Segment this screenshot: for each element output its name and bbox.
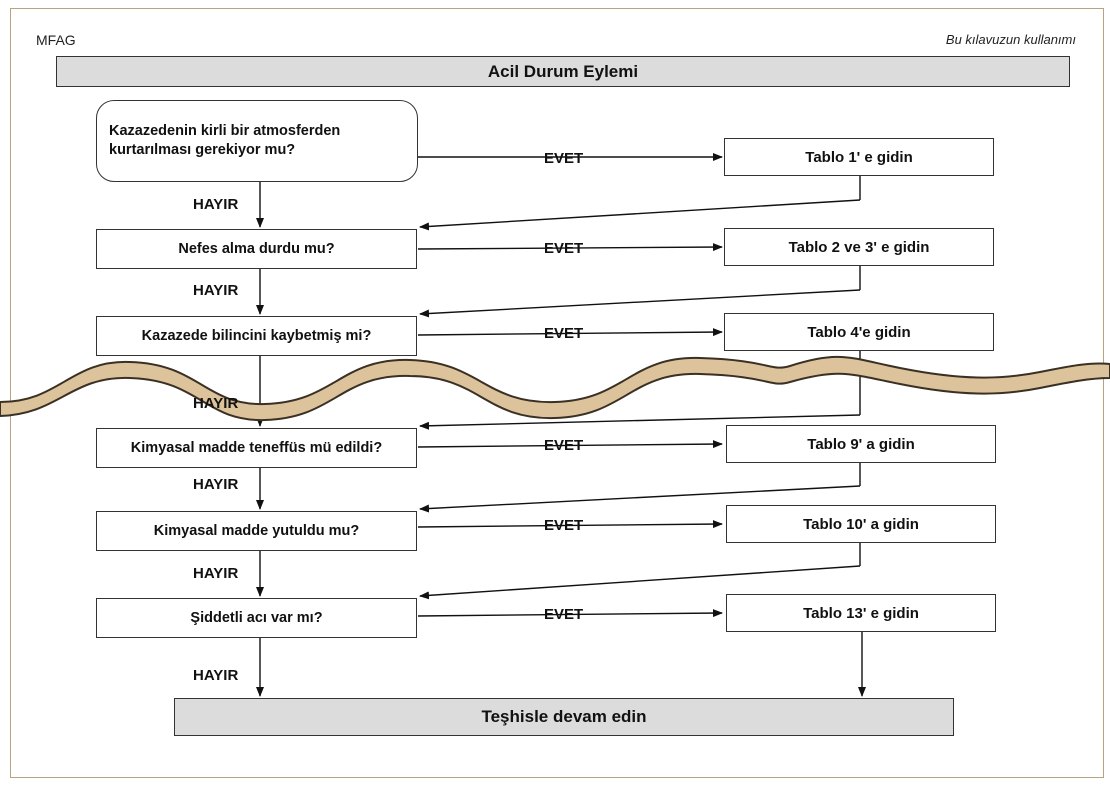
question-box-2: Nefes alma durdu mu?	[96, 229, 417, 269]
no-label-1: HAYIR	[193, 196, 239, 213]
return-arrow-5	[419, 565, 861, 600]
return-arrow-2	[419, 289, 861, 318]
return-arrow-4	[419, 485, 861, 513]
yes-arrow-2	[417, 243, 723, 252]
answer-box-5: Tablo 10' a gidin	[726, 505, 996, 543]
yes-label-5: EVET	[544, 517, 584, 534]
question-box-1: Kazazedenin kirli bir atmosferden kurtar…	[96, 100, 418, 182]
question-box-5: Kimyasal madde yutuldu mu?	[96, 511, 417, 551]
no-label-4: HAYIR	[193, 476, 239, 493]
yes-arrow-6	[417, 609, 723, 618]
answer-box-4: Tablo 9' a gidin	[726, 425, 996, 463]
title-bar: Acil Durum Eylemi	[56, 56, 1070, 87]
yes-arrow-3	[417, 328, 723, 337]
no-label-3: HAYIR	[193, 395, 239, 412]
yes-label-6: EVET	[544, 606, 584, 623]
answer-box-2: Tablo 2 ve 3' e gidin	[724, 228, 994, 266]
question-box-6: Şiddetli acı var mı?	[96, 598, 417, 638]
no-label-6: HAYIR	[193, 667, 239, 684]
return-arrow-1	[419, 199, 861, 231]
header-right-label: Bu kılavuzun kullanımı	[945, 32, 1076, 47]
torn-page-wave-divider	[0, 355, 1110, 422]
answer-box-3: Tablo 4'e gidin	[724, 313, 994, 351]
question-box-3: Kazazede bilincini kaybetmiş mi?	[96, 316, 417, 356]
no-label-2: HAYIR	[193, 282, 239, 299]
yes-label-3: EVET	[544, 325, 584, 342]
no-label-5: HAYIR	[193, 565, 239, 582]
yes-arrow-4	[417, 440, 723, 449]
page-frame	[10, 8, 1104, 778]
header-left-label: MFAG	[36, 32, 76, 48]
yes-label-1: EVET	[544, 150, 584, 167]
return-arrow-3	[419, 414, 861, 430]
answer-box-6: Tablo 13' e gidin	[726, 594, 996, 632]
question-box-4: Kimyasal madde teneffüs mü edildi?	[96, 428, 417, 468]
answer-box-1: Tablo 1' e gidin	[724, 138, 994, 176]
yes-arrow-5	[417, 520, 723, 529]
yes-label-4: EVET	[544, 437, 584, 454]
yes-label-2: EVET	[544, 240, 584, 257]
final-action-bar: Teşhisle devam edin	[174, 698, 954, 736]
